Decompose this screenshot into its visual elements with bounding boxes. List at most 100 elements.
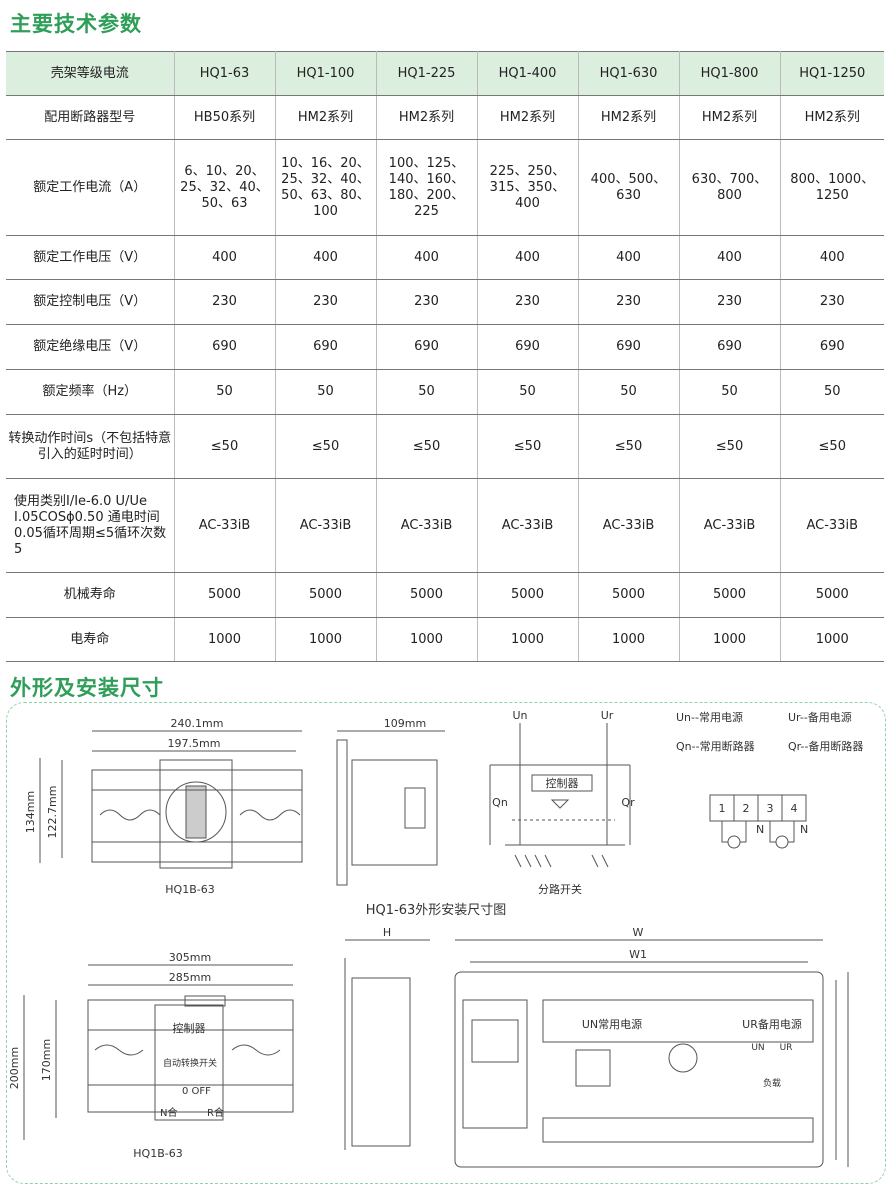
legend-qr: Qr--备用断路器 (788, 739, 863, 753)
table-cell: 400 (275, 235, 377, 280)
table-cell: ≤50 (679, 414, 781, 479)
table-header-row: 壳架等级电流 HQ1-63 HQ1-100 HQ1-225 HQ1-400 HQ… (6, 51, 884, 96)
table-cell: 1000 (275, 617, 377, 662)
schematic-qr: Qr (621, 796, 635, 809)
dim-w1-label: W1 (629, 948, 647, 961)
auto-switch-label: 自动转换开关 (163, 1057, 217, 1069)
table-cell: 5000 (780, 572, 884, 618)
model-label-top: HQ1B-63 (165, 883, 214, 896)
table-cell: 690 (477, 324, 579, 370)
drawing-caption: HQ1-63外形安装尺寸图 (366, 903, 507, 918)
table-cell: 690 (376, 324, 478, 370)
terminal-2: 2 (743, 802, 750, 815)
table-cell: 1000 (174, 617, 276, 662)
dims-heading: 外形及安装尺寸 (10, 676, 164, 700)
table-cell: 690 (174, 324, 276, 370)
table-cell: 230 (174, 279, 276, 325)
table-cell: 5000 (679, 572, 781, 618)
schematic-un: Un (512, 709, 527, 722)
table-cell: ≤50 (578, 414, 680, 479)
row-label: 额定绝缘电压（V） (6, 324, 175, 370)
table-cell: AC-33iB (578, 478, 680, 573)
row-label: 额定工作电压（V） (6, 235, 175, 280)
table-cell: 1000 (780, 617, 884, 662)
table-cell: 230 (780, 279, 884, 325)
table-cell: 100、125、140、160、180、200、225 (376, 139, 478, 236)
row-label: 额定工作电流（A） (6, 139, 175, 236)
row-label: 机械寿命 (6, 572, 175, 618)
table-cell: HB50系列 (174, 95, 276, 140)
dim-inner-width-label: 197.5mm (168, 737, 221, 750)
table-cell: AC-33iB (376, 478, 478, 573)
terminal-n-2: N (800, 823, 808, 836)
table-cell: 10、16、20、25、32、40、50、63、80、100 (275, 139, 377, 236)
table-cell: 400 (578, 235, 680, 280)
table-cell: 630、700、800 (679, 139, 781, 236)
drawing-frame (6, 702, 886, 1184)
terminal-diagram (709, 794, 807, 849)
table-row: 额定工作电流（A） 6、10、20、25、32、40、50、63 10、16、2… (6, 139, 884, 236)
un-source-label: UN常用电源 (582, 1017, 642, 1031)
load-label: 负载 (763, 1077, 781, 1089)
dim-285-label: 285mm (169, 971, 211, 984)
table-cell: 6、10、20、25、32、40、50、63 (174, 139, 276, 236)
specs-heading: 主要技术参数 (10, 12, 142, 36)
table-cell: 50 (679, 369, 781, 415)
table-cell: 5000 (477, 572, 579, 618)
table-cell: HM2系列 (477, 95, 579, 140)
table-cell: 400、500、630 (578, 139, 680, 236)
n-close-label: N合 (160, 1106, 177, 1119)
schematic-ur: Ur (601, 709, 614, 722)
table-cell: 690 (780, 324, 884, 370)
table-cell: 1000 (477, 617, 579, 662)
r-close-label: R合 (207, 1106, 224, 1119)
controller-label: 控制器 (173, 1021, 206, 1035)
table-cell: HM2系列 (578, 95, 680, 140)
table-row: 使用类别I/Ie-6.0 U/Ue I.05COSϕ0.50 通电时间0.05循… (6, 478, 884, 573)
dim-200-label: 200mm (8, 1047, 21, 1089)
header-cell: HQ1-630 (578, 51, 680, 96)
table-row: 额定绝缘电压（V） 690 690 690 690 690 690 690 (6, 324, 884, 370)
table-cell: 400 (679, 235, 781, 280)
table-cell: HM2系列 (275, 95, 377, 140)
ur-source-label: UR备用电源 (742, 1017, 802, 1031)
table-cell: 50 (275, 369, 377, 415)
switch-side-view (336, 730, 445, 886)
cabinet-side-view (344, 939, 430, 1150)
table-cell: 1000 (376, 617, 478, 662)
dim-inner-height-label: 122.7mm (46, 786, 59, 839)
off-label: 0 OFF (182, 1086, 211, 1097)
table-cell: 400 (477, 235, 579, 280)
row-label: 配用断路器型号 (6, 95, 175, 140)
table-cell: 800、1000、1250 (780, 139, 884, 236)
table-cell: 5000 (275, 572, 377, 618)
table-cell: 690 (275, 324, 377, 370)
table-row: 额定频率（Hz） 50 50 50 50 50 50 50 (6, 369, 884, 415)
switch-top-view-controller (87, 995, 294, 1121)
spec-table: 壳架等级电流 HQ1-63 HQ1-100 HQ1-225 HQ1-400 HQ… (6, 51, 884, 662)
terminal-1: 1 (719, 802, 726, 815)
table-row: 额定工作电压（V） 400 400 400 400 400 400 400 (6, 235, 884, 280)
table-cell: 400 (174, 235, 276, 280)
table-cell: ≤50 (780, 414, 884, 479)
header-cell: 壳架等级电流 (6, 51, 175, 96)
table-cell: 5000 (578, 572, 680, 618)
header-cell: HQ1-1250 (780, 51, 884, 96)
table-row: 额定控制电压（V） 230 230 230 230 230 230 230 (6, 279, 884, 325)
table-cell: ≤50 (275, 414, 377, 479)
header-cell: HQ1-100 (275, 51, 377, 96)
table-cell: 690 (679, 324, 781, 370)
table-cell: AC-33iB (477, 478, 579, 573)
table-cell: ≤50 (477, 414, 579, 479)
table-cell: AC-33iB (275, 478, 377, 573)
table-cell: 1000 (679, 617, 781, 662)
table-cell: ≤50 (376, 414, 478, 479)
table-cell: HM2系列 (376, 95, 478, 140)
header-cell: HQ1-63 (174, 51, 276, 96)
row-label: 电寿命 (6, 617, 175, 662)
row-label: 额定频率（Hz） (6, 369, 175, 415)
table-cell: 5000 (174, 572, 276, 618)
table-cell: HM2系列 (679, 95, 781, 140)
schematic-controller: 控制器 (546, 776, 579, 790)
table-cell: 5000 (376, 572, 478, 618)
